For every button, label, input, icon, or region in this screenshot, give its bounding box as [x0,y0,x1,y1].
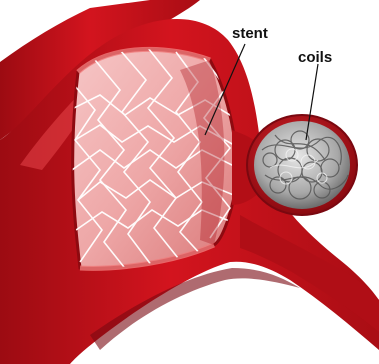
coils-label: coils [298,49,332,66]
stent-label: stent [232,25,268,42]
